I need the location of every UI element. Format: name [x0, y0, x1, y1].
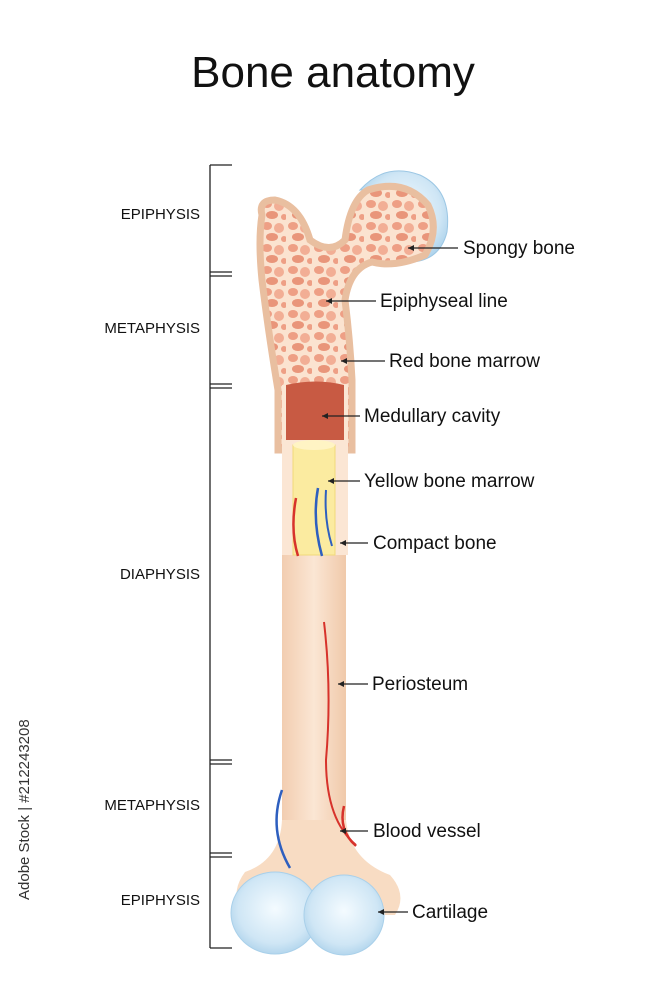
- label-medullary-cavity: Medullary cavity: [364, 406, 501, 427]
- region-metaphysis-top: METAPHYSIS: [104, 320, 200, 337]
- region-brackets: [209, 164, 232, 949]
- label-periosteum: Periosteum: [372, 674, 469, 695]
- label-spongy-bone: Spongy bone: [463, 238, 575, 259]
- artery-vessel: [292, 497, 300, 557]
- region-diaphysis: DIAPHYSIS: [119, 566, 200, 583]
- yellow-bone-marrow: [292, 444, 336, 556]
- label-red-bone-marrow: Red bone marrow: [389, 351, 541, 372]
- region-epiphysis-bottom: EPIPHYSIS: [120, 892, 200, 909]
- leader-lines: [322, 247, 458, 913]
- label-cartilage: Cartilage: [412, 902, 489, 923]
- label-epiphyseal-line: Epiphyseal line: [380, 291, 508, 312]
- vein-vessel: [314, 487, 324, 557]
- label-blood-vessel: Blood vessel: [373, 821, 481, 842]
- periosteum-vessel: [323, 621, 357, 846]
- medullary-cavity: [286, 381, 344, 440]
- cartilage-condyle-right: [303, 874, 385, 956]
- region-epiphysis-top: EPIPHYSIS: [120, 206, 200, 223]
- blood-vessel-blue: [275, 789, 292, 869]
- label-compact-bone: Compact bone: [373, 533, 497, 554]
- leader-arrowheads: [322, 245, 414, 915]
- label-yellow-bone-marrow: Yellow bone marrow: [364, 471, 535, 492]
- side-watermark-text: Adobe Stock | #212243208: [16, 719, 33, 900]
- artery-vessel-2: [324, 489, 333, 547]
- page-title: Bone anatomy: [191, 48, 475, 97]
- region-metaphysis-bottom: METAPHYSIS: [104, 797, 200, 814]
- blood-vessel-red: [341, 805, 357, 847]
